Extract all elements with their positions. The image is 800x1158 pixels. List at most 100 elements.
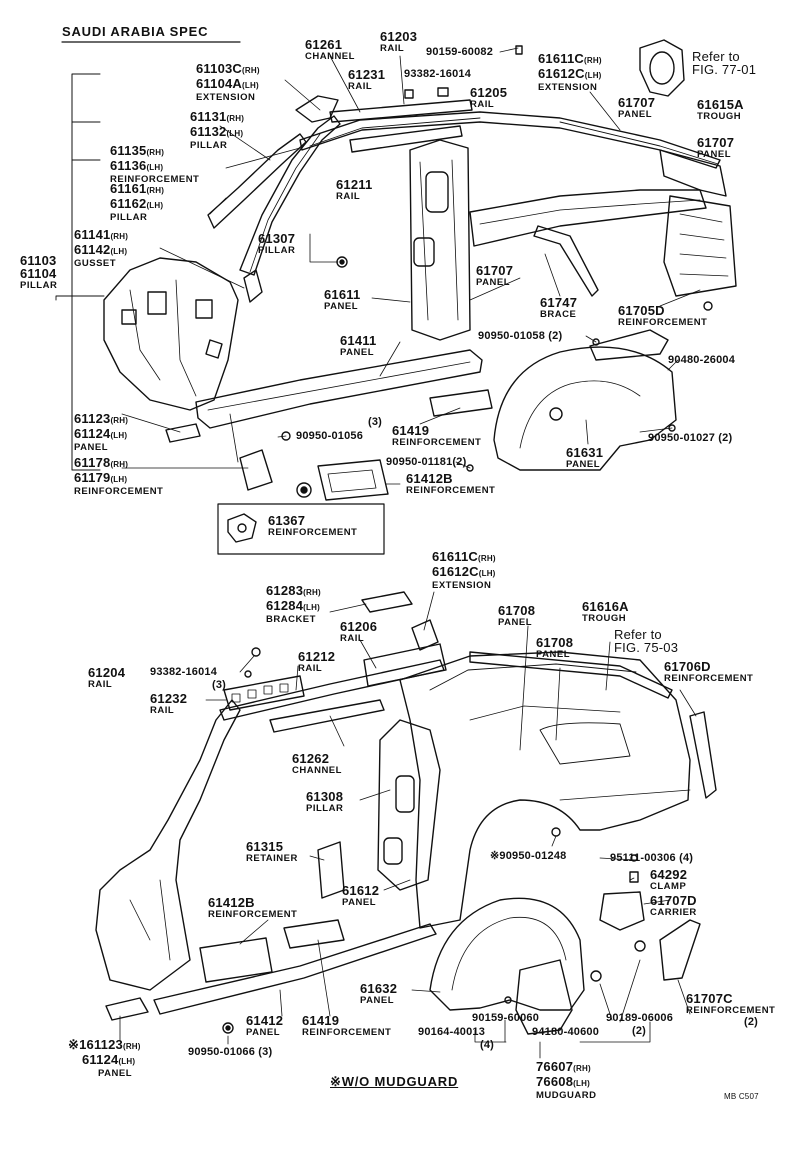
part-desc: CLAMP [650,881,687,892]
bottom-leader-lines [119,591,697,1059]
part-number: 61616A [582,599,629,614]
label-61708-b: 61708 PANEL [536,636,573,660]
bottom-assembly-drawing [95,591,717,1035]
part-number: 61307 [258,231,296,246]
part-desc: RAIL [470,99,495,110]
part-number: 61103C [196,61,243,76]
label-61308: 61308 PILLAR [306,790,343,814]
label-61707-a: 61707 PANEL [618,96,655,120]
part-number: 61211 [336,177,373,192]
part-number: 61412B [208,895,255,910]
side-lh: (LH) [303,603,320,612]
part-number: 61706D [664,659,711,674]
label-93382-16014-bottom: 93382-16014 (3) [150,666,226,692]
part-number: 61261 [305,37,343,52]
side-lh: (LH) [226,129,244,138]
label-61367: 61367 REINFORCEMENT [268,514,357,538]
label-61103: 61103 61104 PILLAR [20,254,57,291]
part-desc: PILLAR [190,140,228,151]
label-61707-b: 61707 PANEL [697,136,734,160]
label-61611c-top: 61611C(RH) 61612C(LH) EXTENSION [538,52,602,93]
part-number: 61611C [538,51,585,66]
side-lh: (LH) [242,81,259,90]
label-61708-a: 61708 PANEL [498,604,535,628]
side-rh: (RH) [303,588,321,597]
label-61231: 61231 RAIL [348,68,385,92]
label-61232: 61232 RAIL [150,692,187,716]
refer-mid-line2: FIG. 75-03 [614,640,679,655]
label-61283: 61283(RH) 61284(LH) BRACKET [266,584,321,625]
part-desc: PANEL [536,649,570,660]
label-61161: 61161(RH) 61162(LH) PILLAR [110,182,164,223]
part-number: 61315 [246,839,284,854]
part-61367-shape [227,513,257,543]
label-61707c: 61707C REINFORCEMENT [686,992,775,1016]
part-number: 61612C [432,564,479,579]
part-number: 76607 [536,1059,574,1074]
side-rh: (RH) [242,66,260,75]
label-61419-bottom: 61419 REINFORCEMENT [302,1014,391,1038]
side-rh: (RH) [146,186,165,195]
label-90950-01181: 90950-01181(2) [386,456,467,468]
label-61419-top: 61419 REINFORCEMENT [392,424,481,448]
label-90950-01027: 90950-01027 (2) [648,432,733,444]
part-desc: REINFORCEMENT [664,673,754,684]
part-number: 61283 [266,583,304,598]
label-61262: 61262 CHANNEL [292,752,342,776]
part-number: 61411 [340,333,377,348]
label-90950-01066: 90950-01066 (3) [188,1046,273,1058]
page-code: MB C507 [724,1092,759,1101]
part-number: 61707C [686,991,733,1006]
part-desc: BRACKET [266,614,316,625]
label-61206: 61206 RAIL [340,620,377,644]
side-lh: (LH) [110,247,128,256]
part-desc: PANEL [566,459,600,470]
label-61747: 61747 BRACE [540,296,577,320]
part-number: 61611C [432,549,479,564]
label-61203: 61203 RAIL [380,30,417,54]
label-61261: 61261 CHANNEL [305,38,355,62]
part-number: 61203 [380,29,418,44]
part-number: 61178 [74,455,111,470]
part-number: 61612C [538,66,585,81]
side-lh: (LH) [110,431,128,440]
part-desc: REINFORCEMENT [686,1005,776,1016]
part-desc: REINFORCEMENT [110,174,200,185]
part-number: 61631 [566,445,604,460]
label-61706d: 61706D REINFORCEMENT [664,660,753,684]
label-61631: 61631 PANEL [566,446,603,470]
quantity: (3) [212,679,227,691]
part-desc: EXTENSION [432,580,492,591]
part-number: 61162 [110,196,147,211]
top-leader-lines [121,47,701,485]
label-61131: 61131(RH) 61132(LH) PILLAR [190,110,244,151]
label-61141: 61141(RH) 61142(LH) GUSSET [74,228,128,269]
refer-top-line2: FIG. 77-01 [692,62,757,77]
label-61123-bottom: ※161123(RH) 61124(LH) PANEL [68,1038,141,1079]
part-desc: RETAINER [246,853,298,864]
label-61135: 61135(RH) 61136(LH) REINFORCEMENT [110,144,199,185]
part-desc: EXTENSION [196,92,256,103]
part-desc: REINFORCEMENT [302,1027,392,1038]
part-number: 61136 [110,158,147,173]
label-61615a: 61615A TROUGH [697,98,744,122]
part-desc: CHANNEL [292,765,342,776]
refer-mid-line1: Refer to [614,627,662,642]
part-number: 61708 [498,603,536,618]
side-rh: (RH) [478,554,496,563]
part-number: 61179 [74,470,111,485]
part-number: 93382-16014 [150,666,218,678]
page-title: SAUDI ARABIA SPEC [62,24,209,39]
part-number: 61104 [20,266,57,281]
part-number: 61707 [697,135,735,150]
label-90950-01248: ※90950-01248 [490,850,567,862]
part-number: 61124 [82,1052,119,1067]
part-desc: PILLAR [110,212,148,223]
side-rh: (RH) [110,416,129,425]
label-61178: 61178(RH) 61179(LH) REINFORCEMENT [74,456,163,497]
part-desc: RAIL [88,679,113,690]
part-number: 61104A [196,76,243,91]
part-number: 61611 [324,287,361,302]
part-desc: MUDGUARD [536,1090,597,1101]
